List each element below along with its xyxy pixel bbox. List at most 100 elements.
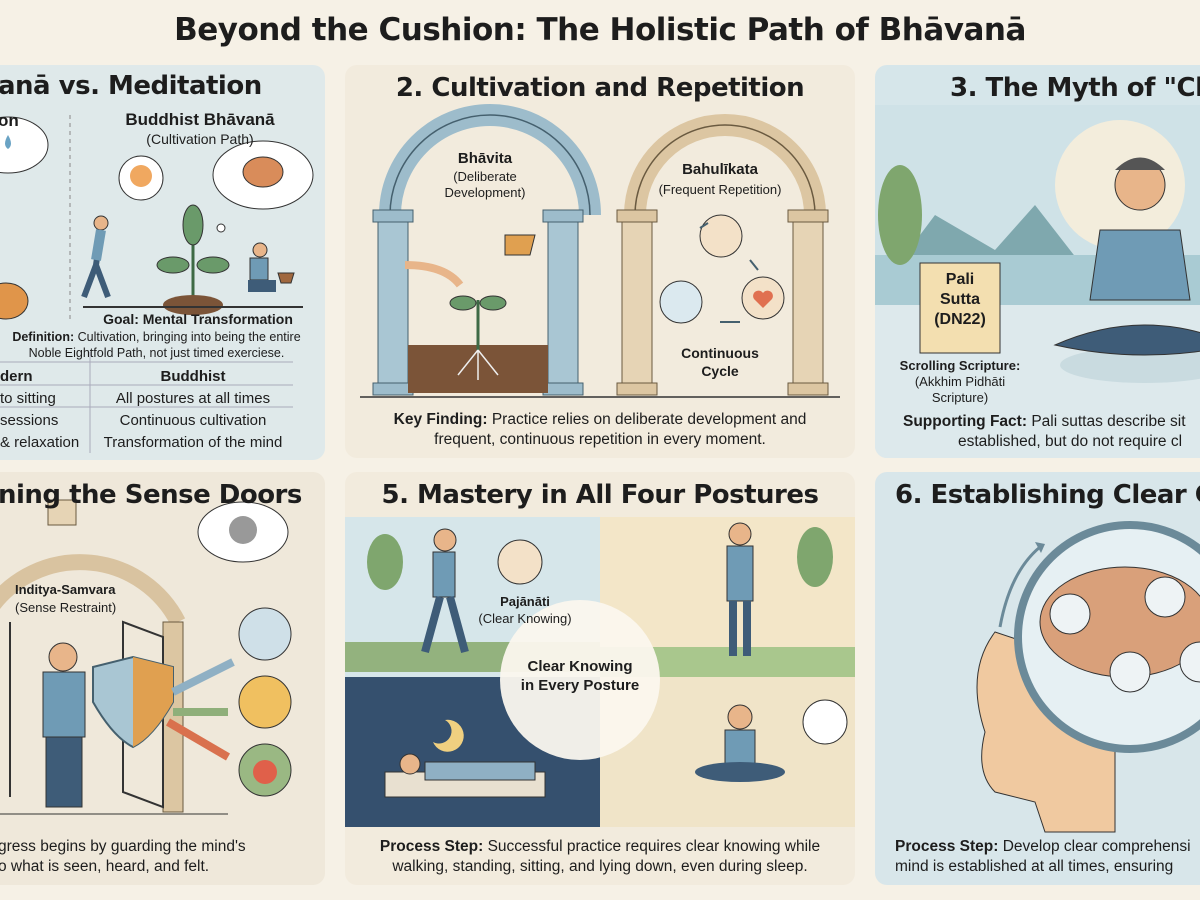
cycle-label-1: Continuous: [681, 345, 759, 361]
panel-bhavana-vs-meditation: anā vs. Meditation on Buddhist Bhāvanā (…: [0, 65, 325, 460]
panel-clear-comprehension: 6. Establishing Clear Co Process Step: D…: [875, 472, 1200, 885]
panel-title: 5. Mastery in All Four Postures: [381, 480, 820, 510]
caption-line1: gress begins by guarding the mind's: [0, 838, 246, 855]
water-cloud-icon: [0, 116, 49, 174]
lightbulb-icon: [1109, 651, 1151, 693]
blue-arch-icon: [372, 104, 601, 396]
table-header-buddhist: Buddhist: [160, 368, 226, 385]
bahulikata-label: Bahulīkata: [682, 161, 758, 178]
scroll-text-1: Pali: [945, 271, 975, 288]
panel-guarding-sense-doors: ning the Sense Doors Inditya-Samvara (Se…: [0, 472, 325, 885]
process-step-label: Process Step:: [895, 838, 999, 855]
scripture-sub2: Scripture): [931, 390, 989, 405]
cycle-arrow-icon: [998, 545, 1041, 628]
definition-line2: Noble Eightfold Path, not just timed exe…: [28, 346, 285, 360]
panel3-illustration: [875, 105, 1200, 458]
definition-line1: Cultivation, bringing into being the ent…: [77, 330, 301, 344]
indriya-sub: (Sense Restraint): [15, 600, 117, 615]
supporting-fact: Supporting Fact: Pali suttas describe si…: [903, 412, 1186, 452]
cycle-label-2: Cycle: [701, 363, 739, 379]
buddhist-subheading: (Cultivation Path): [146, 131, 254, 147]
bahulikata-sub: (Frequent Repetition): [658, 182, 782, 197]
panel2-illustration: [360, 104, 840, 398]
meditation-icon: [1049, 593, 1091, 635]
tree-icon: [878, 165, 922, 265]
panel4-illustration: [0, 499, 292, 815]
caption-line2: o what is seen, heard, and felt.: [0, 858, 210, 875]
panel-title: anā vs. Meditation: [0, 71, 262, 101]
panel-title: ning the Sense Doors: [0, 480, 302, 510]
table-cell: & relaxation: [0, 434, 80, 451]
scripture-label: Scrolling Scripture:: [899, 358, 1021, 373]
sitting-person-icon: [695, 704, 785, 782]
center-circle: [500, 600, 660, 760]
standing-person-icon: [726, 522, 754, 656]
supporting-fact-label: Supporting Fact:: [903, 413, 1027, 430]
table-header-modern: dern: [0, 368, 33, 385]
indriya-label: Inditya-Samvara: [15, 582, 116, 597]
bhavita-label: Bhāvita: [457, 150, 513, 167]
tree-icon: [367, 534, 403, 590]
meditating-person-icon: [1053, 157, 1200, 356]
sitting-figure-icon: [0, 282, 29, 320]
panel-title: 6. Establishing Clear Co: [895, 480, 1200, 510]
supporting-fact-line2: established, but do not require cl: [958, 433, 1183, 450]
process-step-label: Process Step:: [379, 838, 484, 855]
panel6-illustration: [976, 521, 1200, 833]
arch-gate: [0, 554, 186, 626]
panel-four-postures: 5. Mastery in All Four Postures Pajānāti…: [345, 472, 855, 885]
process-step-line1: Successful practice requires clear knowi…: [487, 838, 821, 855]
page-title: Beyond the Cushion: The Holistic Path of…: [174, 12, 1026, 48]
process-step-line1: Develop clear comprehensi: [1002, 838, 1191, 855]
scripture-sub1: (Akkhim Pidhāti: [914, 374, 1006, 389]
scroll-text-2: Sutta: [940, 291, 980, 308]
buddhist-heading: Buddhist Bhāvanā: [125, 110, 275, 129]
arrow-up: [171, 658, 235, 696]
goal-text: Goal: Mental Transformation: [103, 311, 293, 327]
storm-cloud-icon: [238, 607, 292, 661]
scroll-text-3: (DN22): [934, 311, 986, 328]
bhavita-sub1: (Deliberate: [453, 169, 517, 184]
process-step-line2: walking, standing, sitting, and lying do…: [392, 858, 808, 875]
process-step: Process Step: Successful practice requir…: [345, 837, 855, 877]
desk-icon: [1179, 641, 1200, 683]
sleeping-person-icon: [384, 753, 546, 798]
scroll-icon: [919, 262, 1001, 354]
process-step-line2: mind is established at all times, ensuri…: [895, 858, 1174, 875]
process-step: Process Step: Develop clear comprehensi …: [895, 837, 1191, 877]
sound-wave-icon: [238, 675, 292, 729]
center-label-2: in Every Posture: [520, 677, 640, 694]
moon-icon: [433, 719, 464, 752]
key-finding-line1: Practice relies on deliberate developmen…: [491, 411, 807, 428]
table-cell: All postures at all times: [115, 390, 271, 407]
head-brain-icon: [802, 699, 848, 745]
panel-cultivation-repetition: 2. Cultivation and Repetition Bhāvita (D…: [345, 65, 855, 458]
walking-person-icon: [93, 215, 109, 231]
brain-icon: [699, 214, 743, 258]
definition-text: Definition: Cultivation, bringing into b…: [0, 329, 325, 361]
hand-icon: [404, 261, 464, 288]
definition-label: Definition:: [12, 330, 75, 344]
person-icon: [42, 642, 86, 808]
person-icon: [659, 280, 703, 324]
pajanati-sub: (Clear Knowing): [478, 611, 572, 626]
panel-title: 2. Cultivation and Repetition: [395, 73, 805, 103]
table-cell: sessions: [0, 412, 59, 429]
panel5-illustration: [345, 517, 855, 827]
bhavita-sub2: Development): [444, 185, 526, 200]
supporting-fact-line1: Pali suttas describe sit: [1031, 413, 1186, 430]
sense-doors-caption: gress begins by guarding the mind's o wh…: [0, 837, 246, 877]
table-cell: Continuous cultivation: [119, 412, 267, 429]
table-cell: to sitting: [0, 390, 56, 407]
watering-can-icon: [504, 234, 536, 256]
table-cell: Transformation of the mind: [103, 434, 283, 451]
pajanati-label: Pajānāti: [500, 594, 550, 609]
panel1-illustration: [0, 115, 314, 453]
beige-arch-icon: [616, 114, 829, 396]
tree-icon: [797, 527, 833, 587]
arrow-down: [165, 718, 231, 761]
panel-title: 3. The Myth of "Clos: [950, 73, 1200, 103]
modern-heading: on: [0, 111, 19, 130]
center-label-1: Clear Knowing: [527, 658, 633, 675]
brain-icon: [497, 539, 543, 585]
